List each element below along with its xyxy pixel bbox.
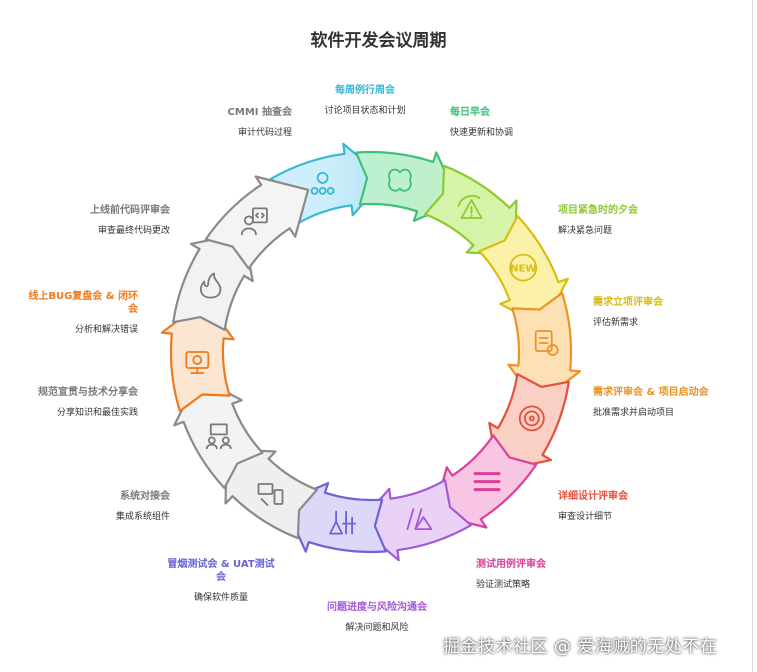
checklist-icon — [534, 330, 559, 356]
risk-icon — [406, 508, 433, 530]
segment-description: 审查最终代码更改 — [97, 226, 170, 236]
segment-title: 系统对接会 — [120, 491, 170, 502]
segment-description: 解决紧急问题 — [558, 226, 613, 236]
segment-description: 审计代码过程 — [237, 128, 292, 138]
new-badge-icon: NEW — [509, 253, 538, 282]
segment-title: 上线前代码评审会 — [90, 205, 170, 216]
segment-label-3: 项目紧急时的夕会解决紧急问题 — [558, 204, 708, 238]
segment-description: 讨论项目状态和计划 — [324, 106, 406, 116]
cycle-icons: NEW — [185, 168, 559, 535]
segment-label-14: CMMI 抽查会审计代码过程 — [186, 106, 292, 140]
segment-title: 问题进度与风险沟通会 — [327, 602, 427, 613]
segment-label-5: 需求评审会 & 项目启动会批准需求并启动项目 — [593, 386, 723, 420]
cycle-ring — [160, 142, 582, 562]
lab-icon — [329, 510, 357, 535]
devices-icon — [257, 483, 284, 506]
segment-title: CMMI 抽查会 — [227, 107, 292, 118]
segment-label-6: 详细设计评审会审查设计细节 — [558, 490, 688, 524]
segment-label-13: 上线前代码评审会审查最终代码更改 — [60, 204, 170, 238]
segment-description: 批准需求并启动项目 — [593, 408, 675, 418]
page-edge-line — [752, 0, 753, 672]
segment-label-7: 测试用例评审会验证测试策略 — [476, 558, 606, 592]
segment-title: 需求立项评审会 — [593, 297, 663, 308]
presentation-icon — [205, 423, 232, 450]
segment-title: 详细设计评审会 — [558, 491, 628, 502]
segment-title: 线上BUG复盘会 & 闭环会 — [28, 291, 138, 315]
segment-description: 解决问题和风险 — [345, 623, 409, 633]
segment-description: 审查设计细节 — [558, 512, 613, 522]
code-reviewer-icon — [240, 207, 268, 236]
segment-label-1: 每周例行周会讨论项目状态和计划 — [305, 84, 425, 118]
watermark: 掘金技术社区 @ 爱海贼的无处不在 — [443, 637, 718, 657]
segment-title: 项目紧急时的夕会 — [558, 205, 638, 216]
alert-icon — [457, 194, 483, 219]
fire-icon — [199, 272, 222, 299]
segment-description: 确保软件质量 — [193, 593, 248, 603]
bug-screen-icon — [185, 351, 210, 374]
segment-description: 评估新需求 — [593, 318, 639, 328]
segment-title: 需求评审会 & 项目启动会 — [593, 387, 709, 398]
segment-description: 集成系统组件 — [115, 512, 170, 522]
segment-label-8: 问题进度与风险沟通会解决问题和风险 — [317, 601, 437, 635]
segment-description: 分享知识和最佳实践 — [56, 408, 138, 418]
segment-title: 每周例行周会 — [335, 85, 395, 96]
segment-label-12: 线上BUG复盘会 & 闭环会分析和解决错误 — [28, 290, 138, 337]
segment-description: 验证测试策略 — [476, 580, 531, 590]
segment-label-2: 每日早会快速更新和协调 — [450, 106, 550, 140]
segment-label-10: 系统对接会集成系统组件 — [60, 490, 170, 524]
brain-icon — [388, 168, 412, 192]
segment-title: 每日早会 — [450, 107, 490, 118]
segment-title: 冒烟测试会 & UAT测试会 — [167, 559, 275, 583]
segment-label-11: 规范宣贯与技术分享会分享知识和最佳实践 — [28, 386, 138, 420]
list-icon — [473, 472, 501, 492]
target-icon — [518, 405, 545, 432]
diagram-title: 软件开发会议周期 — [310, 31, 447, 51]
segment-label-9: 冒烟测试会 & UAT测试会确保软件质量 — [166, 558, 276, 605]
segment-title: 规范宣贯与技术分享会 — [38, 387, 138, 398]
segment-label-4: 需求立项评审会评估新需求 — [593, 296, 723, 330]
svg-text:NEW: NEW — [510, 264, 536, 275]
segment-description: 快速更新和协调 — [450, 128, 514, 138]
segment-title: 测试用例评审会 — [476, 559, 546, 570]
people-gear-icon — [310, 171, 335, 195]
segment-description: 分析和解决错误 — [74, 325, 138, 335]
